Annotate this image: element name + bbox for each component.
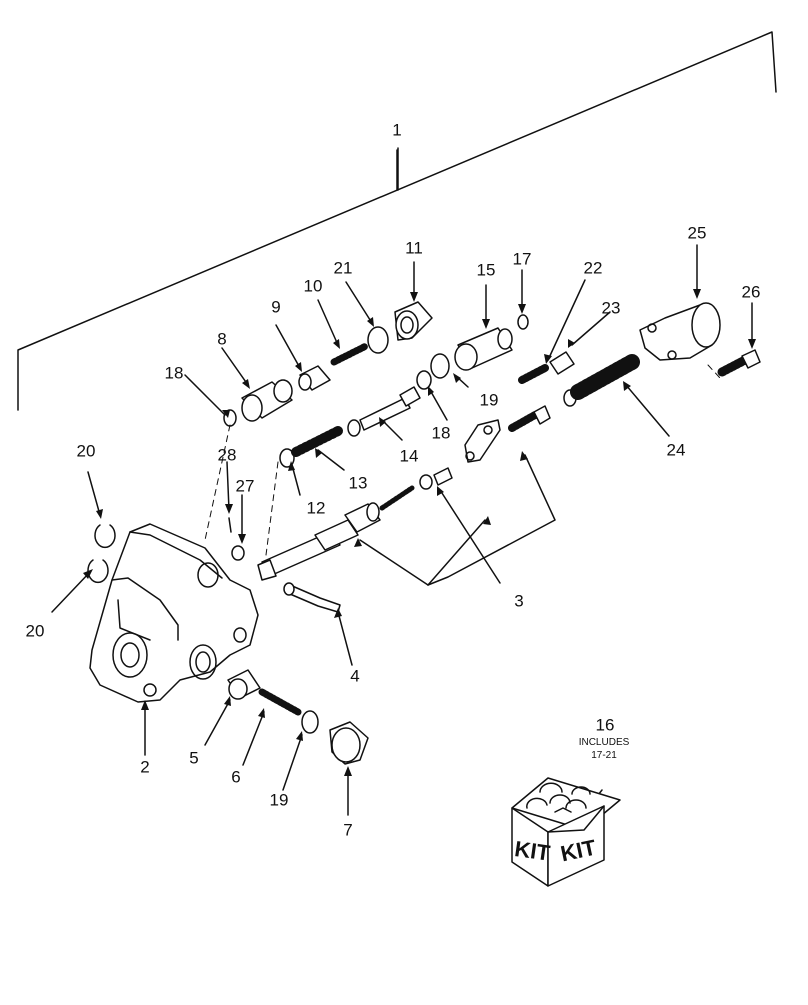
label-part-19-lower: 19 xyxy=(269,790,289,810)
label-part-3: 3 xyxy=(514,591,524,611)
hidden-lines xyxy=(204,364,721,556)
label-part-25: 25 xyxy=(687,223,707,243)
label-part-27: 27 xyxy=(235,476,255,496)
label-part-2: 2 xyxy=(140,757,150,777)
kit-box-illustration xyxy=(511,777,621,887)
label-part-13: 13 xyxy=(348,473,368,493)
upper-spool-parts xyxy=(223,301,529,468)
label-part-20-upper: 20 xyxy=(76,441,96,461)
relief-poppet xyxy=(227,669,261,700)
label-part-4: 4 xyxy=(350,666,360,686)
pin xyxy=(283,582,341,613)
label-part-28: 28 xyxy=(217,445,237,465)
label-part-19-upper: 19 xyxy=(479,390,499,410)
label-part-11: 11 xyxy=(405,238,423,258)
label-part-8: 8 xyxy=(217,329,227,349)
kit-box-text-left: KIT xyxy=(513,836,552,866)
assembly-bracket xyxy=(17,31,777,411)
label-part-10: 10 xyxy=(303,276,323,296)
label-part-18-right: 18 xyxy=(431,423,451,443)
label-part-14: 14 xyxy=(399,446,419,466)
label-part-20-lower: 20 xyxy=(25,621,45,641)
plug xyxy=(329,721,369,765)
label-part-15: 15 xyxy=(476,260,496,280)
small-parts xyxy=(87,517,245,584)
leader-lines xyxy=(51,147,753,819)
label-part-24: 24 xyxy=(666,440,686,460)
valve-housing xyxy=(89,523,259,703)
label-part-12: 12 xyxy=(306,498,326,518)
main-spool xyxy=(257,467,453,581)
label-part-7: 7 xyxy=(343,820,353,840)
label-part-1: 1 xyxy=(392,120,402,140)
label-part-21: 21 xyxy=(333,258,353,278)
label-kit-includes: INCLUDES xyxy=(578,737,630,748)
label-part-18-left: 18 xyxy=(164,363,184,383)
label-part-6: 6 xyxy=(231,767,241,787)
label-part-9: 9 xyxy=(271,297,281,317)
label-part-5: 5 xyxy=(189,748,199,768)
label-part-26: 26 xyxy=(741,282,761,302)
oring-lower xyxy=(301,710,319,734)
label-part-17: 17 xyxy=(512,249,532,269)
relief-spring xyxy=(258,688,302,716)
label-part-23: 23 xyxy=(601,298,621,318)
label-part-22: 22 xyxy=(583,258,603,278)
label-kit-number: 16 xyxy=(595,715,615,735)
label-kit-range: 17-21 xyxy=(591,750,617,761)
cover-assembly xyxy=(464,302,761,463)
